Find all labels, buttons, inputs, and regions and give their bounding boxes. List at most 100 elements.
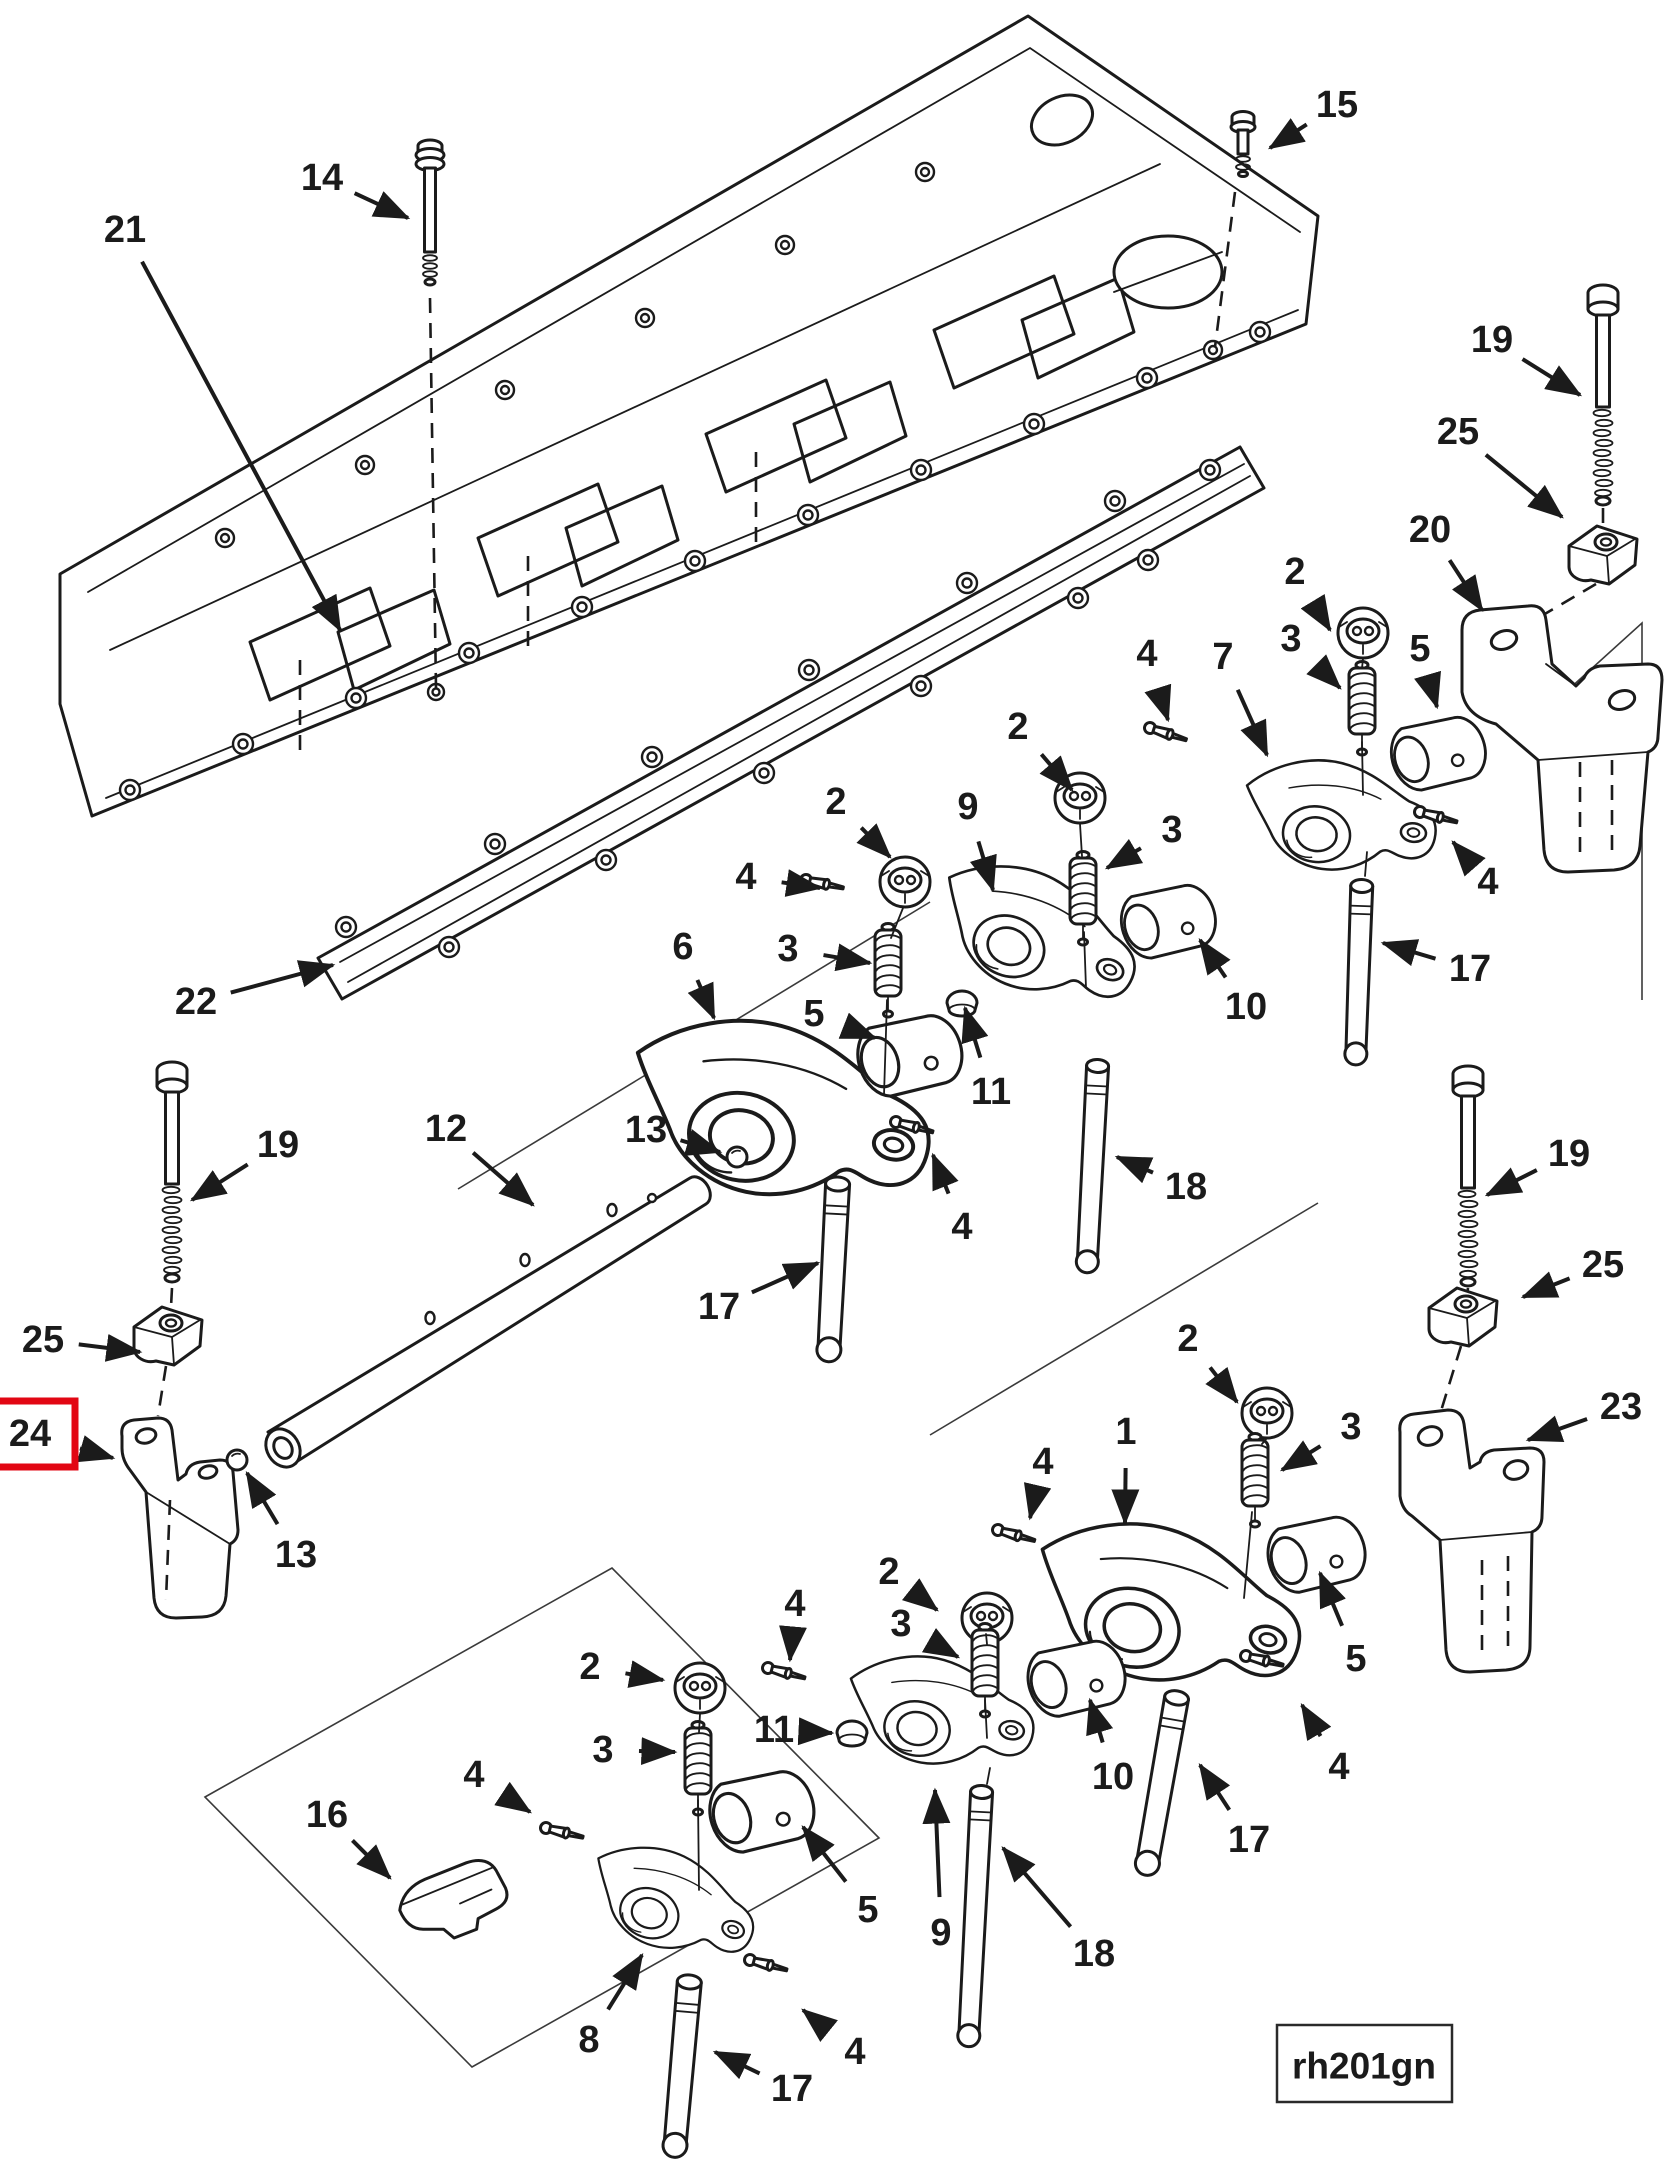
callout-label: 2 [1284,551,1305,593]
callout-label: 10 [1225,986,1267,1028]
valve-cover [58,14,1320,818]
callout-11: 11 [754,1709,835,1751]
callout-label: 2 [579,1646,600,1688]
callout-2: 2 [825,781,892,859]
ball-13 [725,1145,749,1169]
wear-pad-16 [398,1859,509,1940]
callout-label: 19 [257,1124,299,1166]
callout-25: 25 [1520,1244,1624,1299]
callout-24: 24 [0,1397,116,1471]
push-rod-17 [815,1175,852,1364]
callout-label: 4 [844,2031,865,2073]
callout-12: 12 [425,1108,535,1207]
callout-4: 4 [1023,1441,1054,1521]
callout-label: 24 [9,1413,51,1455]
bracket-20 [1460,604,1664,874]
callout-label: 4 [784,1583,805,1625]
callout-label: 4 [1136,633,1157,675]
callout-label: 9 [930,1912,951,1954]
callout-label: 11 [971,1071,1011,1113]
callout-25: 25 [1437,411,1564,519]
callout-19: 19 [1471,319,1583,397]
callout-label: 9 [957,786,978,828]
callout-3: 3 [1280,618,1342,690]
callout-label: 25 [1582,1244,1624,1286]
callout-3: 3 [777,928,873,972]
rocker-shaft [264,1175,712,1469]
callout-label: 2 [1177,1318,1198,1360]
callout-17: 17 [698,1261,821,1328]
push-rod-17 [1343,877,1375,1067]
bracket-24 [120,1416,240,1620]
callout-4: 4 [1136,633,1172,723]
callout-22: 22 [175,960,336,1023]
callout-18: 18 [1114,1155,1207,1208]
callout-label: 17 [1228,1819,1270,1861]
callout-9: 9 [957,786,997,893]
callout-label: 22 [175,981,217,1023]
callout-16: 16 [306,1794,392,1880]
callout-6: 6 [672,926,716,1021]
callout-4: 4 [801,2008,866,2073]
adjusting-screw-3 [873,922,903,1019]
callout-label: 5 [857,1889,878,1931]
callout-label: 4 [735,856,756,898]
callout-17: 17 [712,2050,813,2110]
callout-13: 13 [245,1470,317,1576]
nut-2 [1240,1386,1294,1440]
callout-label: 13 [275,1534,317,1576]
pin-4 [537,1819,586,1845]
callout-label: 18 [1165,1166,1207,1208]
callout-8: 8 [578,1952,644,2061]
callout-label: 4 [1477,861,1498,903]
callout-4: 4 [931,1152,973,1248]
adjusting-screw-3 [1347,660,1377,757]
clamp-25-top-right [1567,524,1639,586]
callout-3: 3 [1104,809,1183,870]
callout-2: 2 [878,1551,939,1612]
callout-label: 4 [1032,1441,1053,1483]
drawing-code-box: rh201gn [1275,2023,1454,2104]
callout-label: 8 [578,2019,599,2061]
bracket-23 [1398,1408,1546,1674]
callout-2: 2 [1177,1318,1239,1404]
callout-5: 5 [1318,1570,1367,1680]
bushing-5-topright [1382,704,1495,801]
callout-3: 3 [592,1729,678,1771]
callout-label: 16 [306,1794,348,1836]
bolt-15-axis [1213,191,1237,348]
callout-label: 1 [1115,1411,1136,1453]
bolt-19-top-right [1586,283,1620,507]
callout-10: 10 [1086,1697,1134,1798]
callout-3: 3 [890,1603,961,1659]
clamp-25-left [132,1305,204,1367]
callout-9: 9 [922,1787,952,1954]
callout-label: 13 [625,1109,667,1151]
ball-13 [225,1448,249,1472]
callout-20: 20 [1409,509,1484,613]
callout-10: 10 [1198,938,1267,1028]
callout-label: 14 [301,157,343,199]
bolt-19-right [1451,1064,1485,1288]
cap-11 [945,989,979,1018]
callout-4: 4 [735,856,823,898]
callout-label: 17 [698,1286,740,1328]
bolt-clamp-axes [156,508,1605,1425]
callout-label: 25 [22,1319,64,1361]
push-rod-18 [1074,1057,1111,1275]
callout-label: 15 [1316,84,1358,126]
rocker-arm-9-lower [837,1642,1045,1783]
pin-4 [989,1521,1038,1548]
callout-label: 3 [890,1603,911,1645]
nut-2 [673,1661,727,1715]
callout-label: 3 [592,1729,613,1771]
callout-11: 11 [961,1005,1011,1113]
callout-label: 3 [1340,1406,1361,1448]
callout-4: 4 [463,1754,533,1814]
push-rod-17 [1133,1689,1190,1877]
callout-label: 10 [1092,1756,1134,1798]
pin-4 [1141,719,1190,747]
callout-label: 17 [771,2068,813,2110]
